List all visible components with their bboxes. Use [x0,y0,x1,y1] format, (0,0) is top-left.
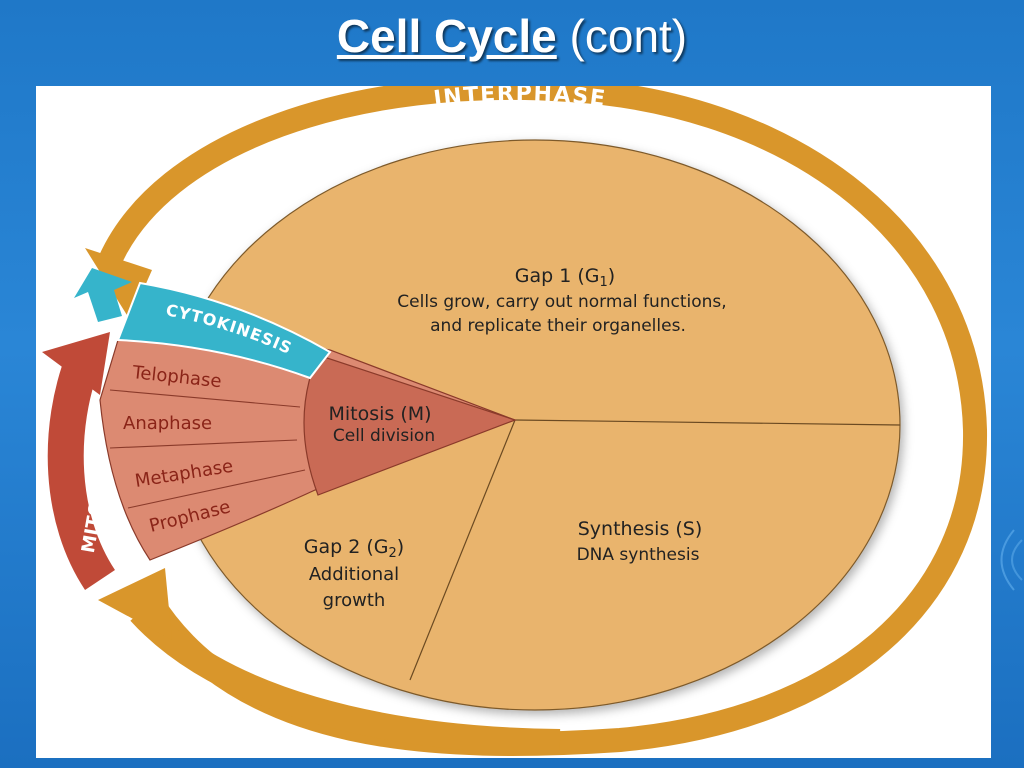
mitosis-title: Mitosis (M) [328,403,431,425]
cytokinesis-band [116,281,332,380]
interphase-label: INTERPHASE [432,86,608,112]
divider-s-g2 [409,419,516,681]
gap1-line1: Cells grow, carry out normal functions, [397,292,726,312]
cell-cycle-diagram: INTERPHASE MITOSIS CYTOKINESIS Telophase… [42,86,988,756]
phase-divider-2 [109,439,298,449]
mitosis-arrow [47,348,116,590]
synthesis-title: Synthesis (S) [578,518,703,540]
gap2-title: Gap 2 (G2) [304,536,404,561]
gap1-title: Gap 1 (G1) [515,265,615,290]
mitosis-arrow-head [42,332,110,395]
gap2-line1: Additional [309,564,399,585]
background-swirl-decoration [1000,529,1023,591]
title-sub: (cont) [569,10,688,62]
mitosis-desc: Cell division [333,426,435,446]
cytokinesis-arrow [74,268,132,322]
phase-divider-3 [127,469,306,509]
title-main: Cell Cycle [336,10,557,62]
slide-title: Cell Cycle (cont) [0,6,1024,66]
lower-return-arrow [130,603,561,755]
figure-frame: INTERPHASE MITOSIS CYTOKINESIS Telophase… [36,86,991,758]
gap2-line2: growth [323,590,386,611]
synthesis-desc: DNA synthesis [577,545,700,565]
phase-anaphase: Anaphase [123,413,212,434]
gap1-line2: and replicate their organelles. [430,316,686,336]
phase-divider-1 [109,389,301,408]
divider-g1-s [514,419,901,426]
lower-arrow-head [98,568,172,640]
